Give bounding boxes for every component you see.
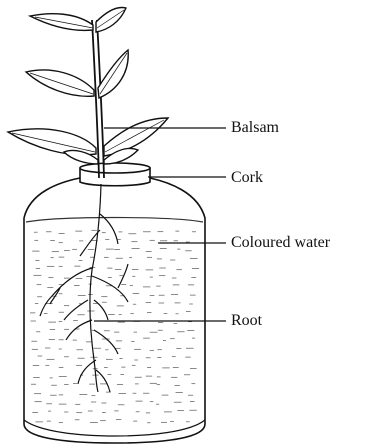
label-root: Root [231, 313, 262, 329]
label-balsam: Balsam [231, 120, 279, 136]
coloured-water [26, 218, 203, 223]
cork [80, 163, 150, 186]
label-coloured-water: Coloured water [231, 235, 330, 251]
label-cork: Cork [231, 170, 263, 186]
roots [40, 184, 128, 392]
balsam-leaves [8, 8, 168, 164]
water-texture [30, 230, 199, 422]
